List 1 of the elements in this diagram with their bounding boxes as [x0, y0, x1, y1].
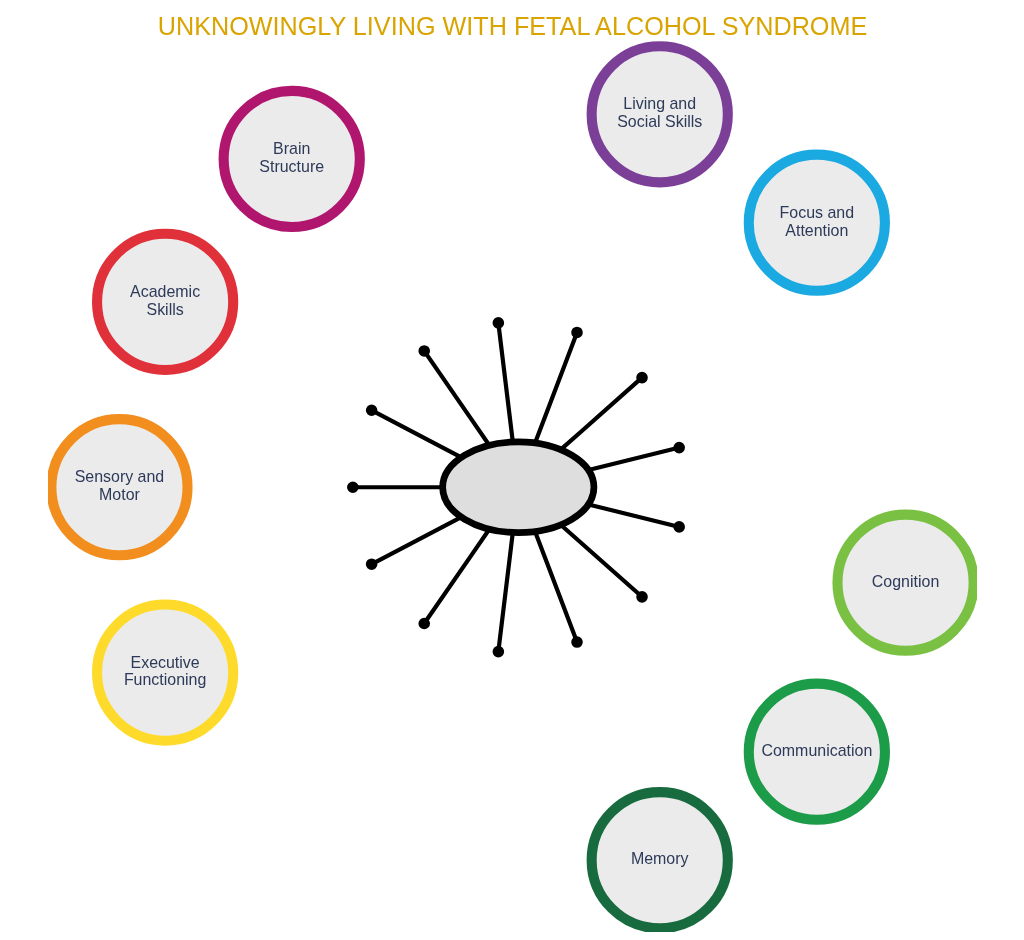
diagram-title: UNKNOWINGLY LIVING WITH FETAL ALCOHOL SYNDROME	[157, 12, 867, 41]
